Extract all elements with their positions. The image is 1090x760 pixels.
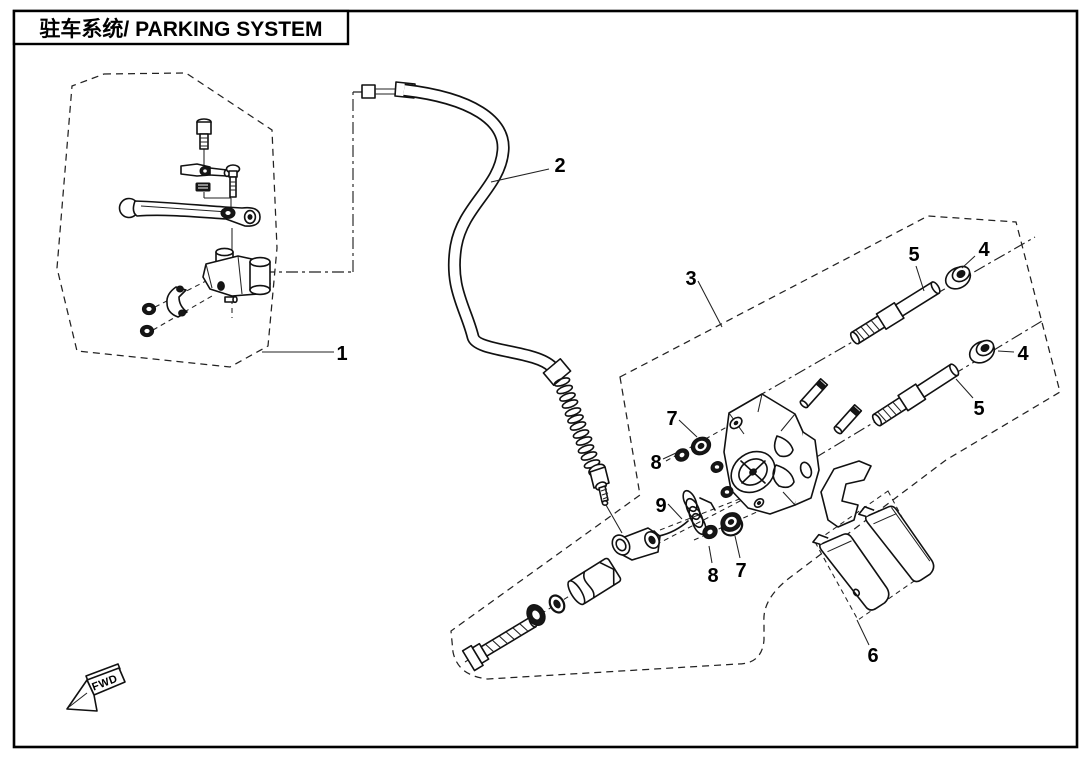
seal-upper	[690, 436, 712, 456]
lever-assembly-group	[56, 72, 362, 368]
guide-pin-lower	[833, 404, 863, 435]
seal-lower	[720, 512, 744, 537]
title-box	[12, 9, 350, 46]
callout-9: 9	[655, 495, 666, 517]
callout-4-upper: 4	[978, 239, 990, 261]
adjuster-piston	[567, 557, 622, 606]
callout-7-upper: 7	[666, 408, 677, 430]
callout-8-lower: 8	[707, 565, 718, 587]
adjuster-to-clevis-line	[605, 504, 623, 534]
lever-bolt-lower	[225, 164, 241, 198]
cable-adjuster	[588, 463, 610, 506]
group1-boundary	[56, 72, 278, 368]
nut-lower	[702, 524, 718, 540]
cable-clevis	[611, 527, 661, 561]
pad-retainer-clip	[820, 460, 872, 528]
page-border	[12, 9, 1079, 749]
cable-spring-section	[553, 377, 601, 469]
return-spring	[653, 489, 716, 537]
assembly-axis-lines	[203, 148, 233, 250]
callout-8-upper: 8	[650, 452, 661, 474]
clamp-nut-lower	[139, 324, 155, 338]
fwd-direction-marker: FWD	[66, 663, 126, 712]
brake-lever	[118, 197, 261, 227]
caliper-body	[710, 393, 820, 515]
clamp-nut-upper	[141, 302, 157, 316]
callout-6: 6	[867, 645, 878, 667]
callout-leader-lines	[262, 168, 1015, 646]
guide-pin-upper	[799, 378, 829, 409]
flange-nut-lower	[968, 339, 996, 364]
caliper-assembly-group	[450, 215, 1061, 680]
shaft-lower	[871, 363, 960, 427]
shaft-upper	[849, 281, 941, 345]
lever-perch	[180, 163, 231, 178]
washer	[548, 594, 566, 614]
flange-nut-upper	[944, 265, 972, 290]
cable-housing-core	[403, 85, 556, 371]
callout-2: 2	[554, 155, 565, 177]
lever-bolt-upper	[196, 118, 212, 150]
lever-to-cable-centerline	[263, 91, 362, 273]
brake-pad-right	[858, 505, 935, 583]
parking-cable	[361, 81, 623, 534]
holder-pin	[224, 295, 238, 304]
nut-upper	[674, 448, 690, 462]
callout-4-lower: 4	[1017, 343, 1029, 365]
lever-holder-bracket	[202, 247, 271, 304]
page-title: 驻车系统/ PARKING SYSTEM	[39, 17, 322, 41]
group3-boundary	[450, 215, 1061, 680]
callout-7-lower: 7	[735, 560, 746, 582]
callout-5-lower: 5	[973, 398, 984, 420]
lever-clip	[195, 182, 211, 192]
callout-1: 1	[336, 343, 347, 365]
bolt-nut	[526, 604, 546, 626]
brake-pad-left	[812, 533, 890, 611]
callout-5-upper: 5	[908, 244, 919, 266]
handlebar-clamp	[166, 285, 188, 318]
callout-3: 3	[685, 268, 696, 290]
